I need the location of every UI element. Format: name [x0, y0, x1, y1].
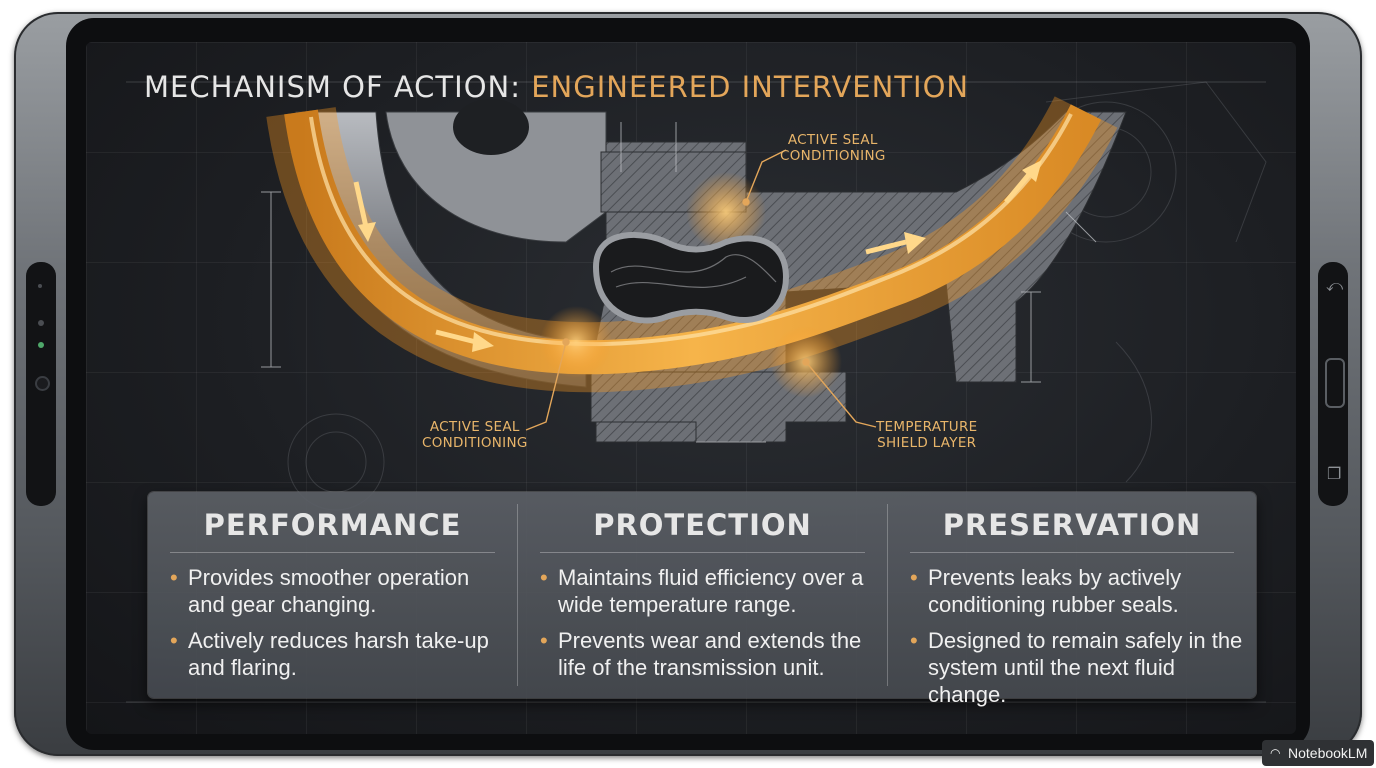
list-item: Actively reduces harsh take-up and flari…: [170, 627, 509, 681]
transmission-cutaway-diagram: [126, 81, 1267, 703]
back-icon[interactable]: ⤺: [1326, 276, 1344, 295]
list-item: Prevents leaks by actively conditioning …: [910, 564, 1248, 618]
tablet-device: ⤺ ❐: [14, 12, 1362, 756]
panel-heading: PRESERVATION: [942, 508, 1202, 542]
panel-protection: PROTECTION Maintains fluid efficiency ov…: [518, 492, 887, 698]
fluid-streak: [309, 113, 1073, 347]
sensor-dot: [38, 320, 44, 326]
home-button[interactable]: [1325, 358, 1345, 408]
title-prefix: MECHANISM OF ACTION:: [144, 70, 521, 104]
list-item: Prevents wear and extends the life of th…: [540, 627, 879, 681]
panel-preservation: PRESERVATION Prevents leaks by actively …: [888, 492, 1256, 707]
notebooklm-logo-icon: ◠: [1270, 746, 1281, 760]
flow-arrow: [472, 332, 494, 352]
left-sensor-pod: [26, 262, 56, 506]
panel-performance: PERFORMANCE Provides smoother operation …: [148, 492, 517, 698]
seal-fibers: [610, 254, 777, 288]
camera-icon: [35, 376, 50, 391]
panel-heading: PERFORMANCE: [203, 508, 462, 542]
list-item: Maintains fluid efficiency over a wide t…: [540, 564, 879, 618]
flow-arrow: [353, 181, 369, 228]
top-disc: [385, 111, 607, 243]
flow-arrow: [1004, 170, 1033, 204]
panel-heading: PROTECTION: [593, 508, 812, 542]
flow-arrow: [865, 239, 907, 255]
callout-leaders: [525, 149, 877, 431]
heading-rule: [170, 552, 495, 553]
column-divider: [887, 504, 888, 686]
list-item: Provides smoother operation and gear cha…: [170, 564, 509, 618]
callout-active-seal-bottom: ACTIVE SEAL CONDITIONING: [422, 419, 528, 451]
title-accent: ENGINEERED INTERVENTION: [531, 70, 970, 104]
bullet-list: Maintains fluid efficiency over a wide t…: [540, 564, 879, 690]
notebooklm-watermark: ◠ NotebookLM: [1262, 740, 1374, 766]
flow-arrow: [1022, 160, 1042, 182]
heading-rule: [540, 552, 865, 553]
recents-icon[interactable]: ❐: [1327, 464, 1342, 483]
flow-arrow: [904, 232, 926, 254]
seal-glow-top: [686, 172, 766, 252]
flow-arrow: [358, 222, 376, 242]
bullet-list: Provides smoother operation and gear cha…: [170, 564, 509, 690]
callout-temperature-shield: TEMPERATURE SHIELD LAYER: [876, 419, 978, 451]
right-button-pod: ⤺ ❐: [1318, 262, 1348, 506]
column-divider: [517, 504, 518, 686]
rubber-seal: [592, 231, 790, 324]
slide-screen: MECHANISM OF ACTION: ENGINEERED INTERVEN…: [86, 42, 1296, 734]
sensor-dot: [38, 284, 42, 288]
flow-arrow: [435, 329, 477, 345]
fluid-channel: [284, 104, 1102, 375]
slide-title: MECHANISM OF ACTION: ENGINEERED INTERVEN…: [144, 70, 969, 104]
benefits-panel: PERFORMANCE Provides smoother operation …: [148, 492, 1256, 707]
bullet-list: Prevents leaks by actively conditioning …: [910, 564, 1248, 717]
watermark-label: NotebookLM: [1288, 745, 1368, 761]
lower-flange: [590, 371, 847, 443]
bearing-hole: [453, 99, 529, 155]
sensor-dot: [38, 342, 44, 348]
seal-glow-bottom: [540, 306, 612, 378]
callout-active-seal-top: ACTIVE SEAL CONDITIONING: [780, 132, 886, 164]
list-item: Designed to remain safely in the system …: [910, 627, 1248, 708]
heading-rule: [910, 552, 1234, 553]
